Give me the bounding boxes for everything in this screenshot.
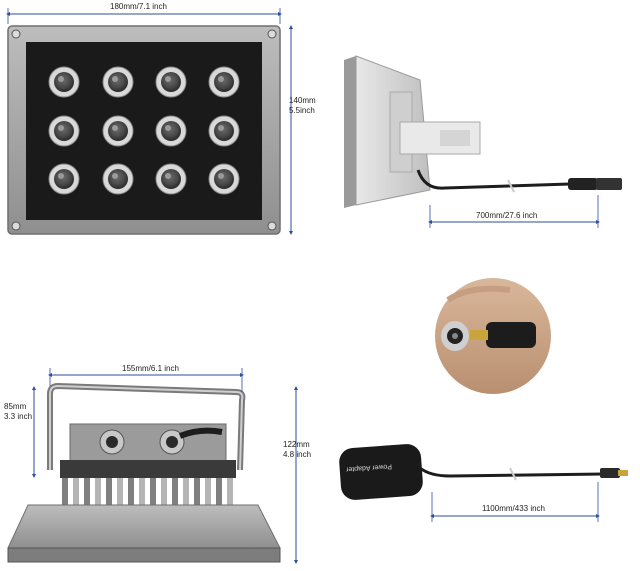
heatsink-fin xyxy=(172,478,178,506)
front-view-light xyxy=(7,25,281,235)
heatsink-fin xyxy=(150,478,156,506)
heatsink-fin xyxy=(139,478,145,506)
heatsink-fin xyxy=(183,478,189,506)
bracket-height-mm-label: 85mm xyxy=(4,402,27,411)
front-height-in-label: 5.5inch xyxy=(289,106,315,115)
bottom-height-in-label: 4.8 inch xyxy=(283,450,312,459)
heatsink-fin xyxy=(106,478,112,506)
adapter-cable-label: 1100mm/433 inch xyxy=(482,504,545,513)
front-width-label: 180mm/7.1 inch xyxy=(110,2,167,11)
heatsink-fin xyxy=(84,478,90,506)
heatsink-fin xyxy=(216,478,222,506)
heatsink-fin xyxy=(73,478,79,506)
led-10 xyxy=(102,163,134,195)
heatsink-fin xyxy=(194,478,200,506)
led-1 xyxy=(48,66,80,98)
side-view-light xyxy=(344,55,622,208)
led-7 xyxy=(155,115,187,147)
heatsink-fin xyxy=(117,478,123,506)
front-height-mm-label: 140mm xyxy=(289,96,316,105)
heatsink-fin xyxy=(227,478,233,506)
heatsink-fin xyxy=(161,478,167,506)
power-adapter xyxy=(339,444,628,500)
heatsink-fin xyxy=(62,478,68,506)
bottom-width-label: 155mm/6.1 inch xyxy=(122,364,179,373)
connector-closeup-photo xyxy=(435,278,551,394)
heatsink-fin xyxy=(95,478,101,506)
led-5 xyxy=(48,115,80,147)
led-11 xyxy=(155,163,187,195)
heatsink-fin xyxy=(205,478,211,506)
led-6 xyxy=(102,115,134,147)
led-4 xyxy=(208,66,240,98)
led-2 xyxy=(102,66,134,98)
led-3 xyxy=(155,66,187,98)
bottom-height-mm-label: 122mm xyxy=(283,440,310,449)
led-9 xyxy=(48,163,80,195)
heatsink-fin xyxy=(128,478,134,506)
led-8 xyxy=(208,115,240,147)
led-12 xyxy=(208,163,240,195)
cable-length-label: 700mm/27.6 inch xyxy=(476,211,538,220)
bottom-view-light xyxy=(7,382,281,563)
bracket-height-in-label: 3.3 inch xyxy=(4,412,33,421)
